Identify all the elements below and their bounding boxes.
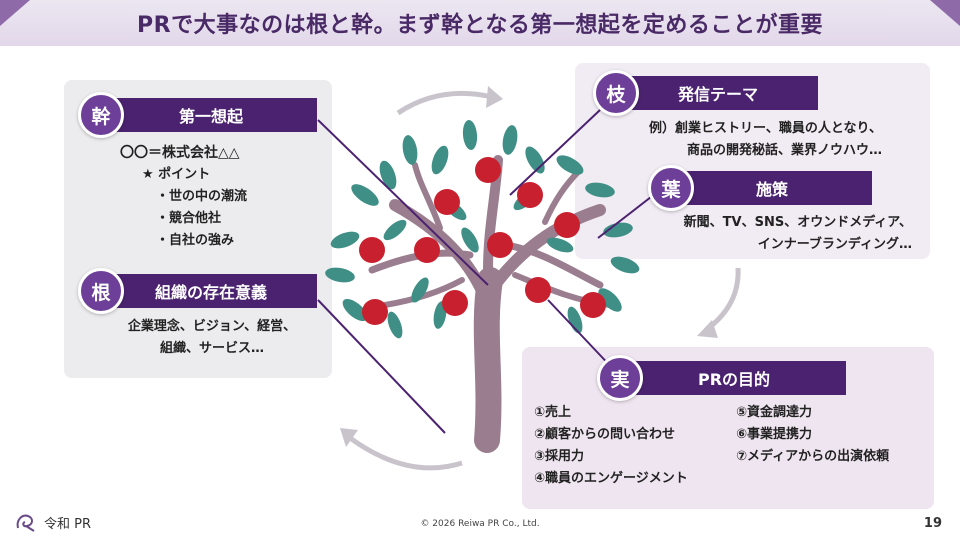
trunk-label: 第一想起 — [178, 107, 243, 126]
leaf-kanji-badge: 葉 — [648, 165, 694, 211]
copyright: © 2026 Reiwa PR Co., Ltd. — [420, 519, 540, 529]
tree-trunk — [368, 155, 613, 453]
branch-label-bar: 発信テーマ — [618, 76, 818, 110]
cycle-arrow-right-head — [697, 320, 718, 338]
branch-kanji: 枝 — [606, 83, 626, 106]
logo-text: 令和 PR — [44, 516, 92, 532]
cycle-arrow-top — [396, 90, 493, 116]
leaf-kanji: 葉 — [661, 178, 681, 201]
branch-kanji-badge: 枝 — [593, 70, 639, 116]
title-corner-right — [930, 0, 960, 26]
cycle-arrow-top-head — [486, 86, 503, 108]
reiwa-logo-icon — [16, 514, 35, 532]
trunk-label-bar: 第一想起 — [105, 98, 317, 132]
fruit-item-5: ⑤資金調達力 — [736, 405, 813, 420]
root-text: 企業理念、ビジョン、経営、 組織、サービス… — [112, 316, 312, 360]
branch-line-2: 商品の開発秘話、業界ノウハウ… — [686, 143, 882, 158]
leaf-label: 施策 — [755, 180, 788, 199]
trunk-line-4: ・競合他社 — [156, 211, 222, 226]
root-kanji: 根 — [91, 281, 111, 304]
leaf-line-2: インナーブランディング… — [757, 237, 912, 252]
company-logo: 令和 PR — [14, 512, 91, 532]
branch-text: 例）創業ヒストリー、職員の人となり、 商品の開発秘話、業界ノウハウ… — [612, 118, 882, 162]
trunk-kanji-badge: 幹 — [78, 92, 124, 138]
fruit-item-4: ④職員のエンゲージメント — [534, 471, 688, 486]
fruit-list-left: ①売上 ②顧客からの問い合わせ ③採用力 ④職員のエンゲージメント — [534, 402, 688, 490]
root-line-1: 企業理念、ビジョン、経営、 — [127, 319, 297, 334]
root-line-2: 組織、サービス… — [159, 341, 264, 356]
root-kanji-badge: 根 — [78, 268, 124, 314]
tree-apples — [359, 157, 606, 325]
leaf-text: 新聞、TV、SNS、オウンドメディア、 インナーブランディング… — [640, 212, 912, 256]
fruit-item-2: ②顧客からの問い合わせ — [534, 427, 676, 442]
trunk-line-1: 〇〇＝株式会社△△ — [120, 145, 240, 161]
trunk-line-3: ・世の中の潮流 — [156, 189, 248, 204]
root-label: 組織の存在意義 — [154, 283, 267, 302]
cycle-arrow-bottom — [348, 435, 463, 471]
slide-title: PRで大事なのは根と幹。まず幹となる第一想起を定めることが重要 — [137, 13, 823, 38]
fruit-label-bar: PRの目的 — [622, 361, 846, 395]
trunk-line-2: ★ ポイント — [142, 167, 211, 182]
trunk-line-5: ・自社の強み — [156, 233, 235, 248]
title-corner-left — [0, 0, 30, 26]
fruit-label: PRの目的 — [697, 370, 771, 389]
fruit-kanji-badge: 実 — [597, 355, 643, 401]
fruit-kanji: 実 — [610, 368, 630, 391]
fruit-item-1: ①売上 — [534, 405, 572, 420]
title-bar: PRで大事なのは根と幹。まず幹となる第一想起を定めることが重要 — [0, 0, 960, 46]
leaf-label-bar: 施策 — [672, 171, 872, 205]
cycle-arrow-right — [704, 267, 741, 333]
leaf-line-1: 新聞、TV、SNS、オウンドメディア、 — [683, 215, 912, 230]
fruit-item-3: ③採用力 — [534, 449, 585, 464]
cycle-arrow-bottom-head — [340, 428, 358, 447]
page-number: 19 — [923, 516, 942, 531]
branch-label: 発信テーマ — [677, 85, 758, 104]
fruit-item-6: ⑥事業提携力 — [736, 427, 813, 442]
fruit-list-right: ⑤資金調達力 ⑥事業提携力 ⑦メディアからの出演依頼 — [736, 402, 889, 468]
tree-leaves — [325, 120, 640, 339]
trunk-text: 〇〇＝株式会社△△ ★ ポイント ・世の中の潮流 ・競合他社 ・自社の強み — [120, 142, 247, 252]
fruit-item-7: ⑦メディアからの出演依頼 — [736, 449, 890, 464]
branch-line-1: 例）創業ヒストリー、職員の人となり、 — [649, 121, 882, 136]
root-label-bar: 組織の存在意義 — [105, 274, 317, 308]
trunk-kanji: 幹 — [91, 105, 111, 128]
